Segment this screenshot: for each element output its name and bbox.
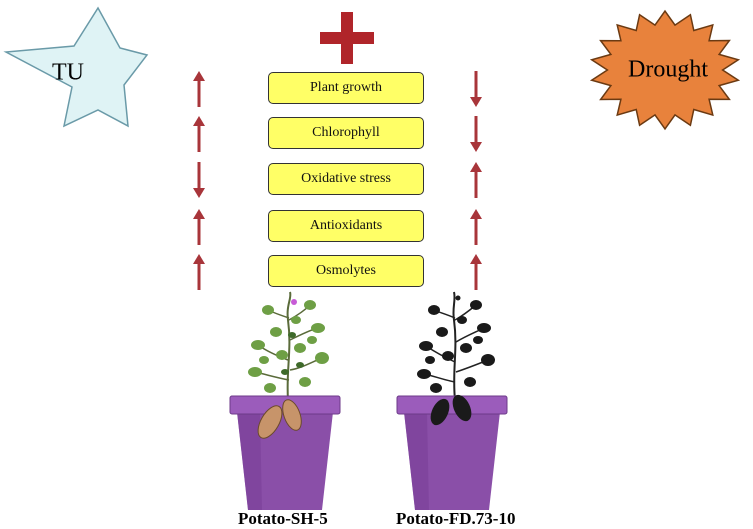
parameter-box-osmolytes: Osmolytes (268, 255, 424, 287)
potato-pot (396, 395, 508, 510)
parameter-box-plant-growth: Plant growth (268, 72, 424, 104)
arrow-up-icon (193, 71, 205, 107)
right-arrow-column (470, 71, 482, 290)
parameter-box-chlorophyll: Chlorophyll (268, 117, 424, 149)
plus-icon (320, 12, 374, 64)
star-shape (3, 6, 149, 128)
arrow-up-icon (193, 209, 205, 245)
arrow-down-icon (470, 71, 482, 107)
green-foliage (248, 291, 329, 401)
arrow-up-icon (470, 209, 482, 245)
parameter-box-antioxidants: Antioxidants (268, 210, 424, 242)
arrow-down-icon (193, 162, 205, 198)
plant-caption-sh5: Potato-SH-5 (238, 509, 328, 528)
potato-tubers (430, 394, 472, 426)
arrow-down-icon (470, 116, 482, 152)
left-arrow-column (193, 71, 205, 290)
stress-label: Drought (628, 56, 708, 83)
black-foliage (417, 291, 495, 401)
potato-tubers (257, 399, 302, 439)
drought-burst-shape (589, 9, 741, 131)
treatment-label: TU (52, 59, 84, 86)
arrow-up-icon (470, 254, 482, 290)
potato-plant-fd7310 (396, 291, 508, 510)
arrow-up-icon (193, 116, 205, 152)
parameter-box-oxidative-stress: Oxidative stress (268, 163, 424, 195)
potato-plant-sh5 (229, 291, 341, 510)
plant-caption-fd7310: Potato-FD.73-10 (396, 509, 516, 528)
arrow-up-icon (470, 162, 482, 198)
arrow-up-icon (193, 254, 205, 290)
